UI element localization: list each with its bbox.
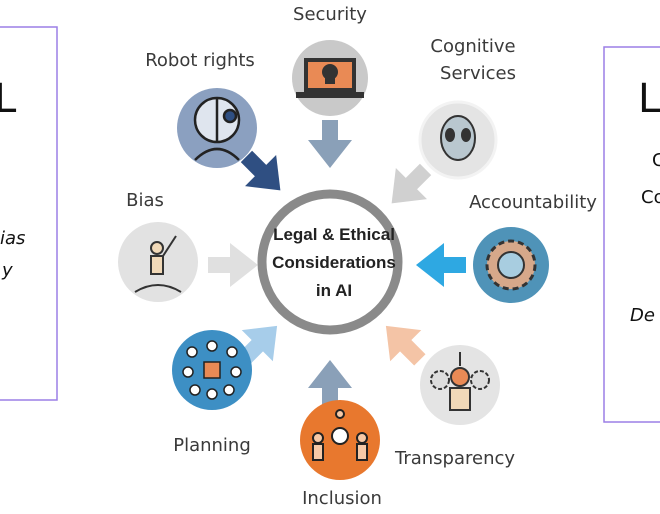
alien-icon: [440, 115, 476, 161]
arrow-robot-rights: [240, 150, 281, 191]
people-lightbulb-icon: [312, 409, 368, 461]
robot-head-icon: [193, 96, 241, 161]
arrow-transparency: [385, 325, 426, 366]
label-planning: Planning: [173, 435, 251, 456]
arrow-cognitive: [391, 163, 432, 204]
label-accountability: Accountability: [469, 192, 597, 213]
left-panel-title: L: [0, 76, 17, 122]
label-cognitive: Cognitive: [430, 36, 515, 57]
label-transparency: Transparency: [394, 448, 515, 469]
center-node: Legal & Ethical Considerations in AI: [257, 189, 403, 335]
center-title-line: Legal & Ethical: [273, 225, 395, 244]
node-accountability: Accountability: [469, 192, 597, 303]
node-robot-rights: Robot rights: [145, 50, 257, 168]
network-people-icon: [182, 340, 242, 400]
right-panel-line: De: [630, 305, 655, 326]
arrow-security: [308, 120, 352, 168]
left-panel-line: ias: [0, 228, 25, 249]
laptop-skull-icon: [296, 58, 364, 98]
right-panel-title: L: [638, 76, 660, 122]
node-inclusion: Inclusion: [300, 400, 382, 509]
right-panel-line: C: [652, 150, 660, 171]
node-security: Security: [292, 4, 368, 116]
center-title-line: in AI: [316, 281, 352, 300]
node-transparency: Transparency: [394, 345, 515, 469]
arrow-bias: [208, 243, 258, 287]
arrow-inclusion: [308, 360, 352, 406]
person-flag-icon: [134, 235, 182, 293]
node-bias: Bias: [118, 190, 198, 302]
node-planning: Planning: [172, 330, 252, 456]
label-security: Security: [293, 4, 367, 25]
label-bias: Bias: [126, 190, 164, 211]
left-panel: L ias y: [0, 26, 58, 401]
label-cognitive: Services: [440, 63, 516, 84]
label-robot-rights: Robot rights: [145, 50, 255, 71]
right-panel-line: Co: [641, 187, 660, 208]
arrows: [208, 120, 466, 406]
center-title-line: Considerations: [272, 253, 396, 272]
arrow-accountability: [416, 243, 466, 287]
left-panel-line: y: [1, 260, 13, 281]
gear-cycle-icon: [485, 239, 537, 291]
right-panel: L C Co De: [603, 46, 660, 423]
label-inclusion: Inclusion: [302, 488, 382, 509]
node-cognitive-services: Cognitive Services: [418, 36, 516, 180]
person-gears-icon: [430, 352, 490, 411]
